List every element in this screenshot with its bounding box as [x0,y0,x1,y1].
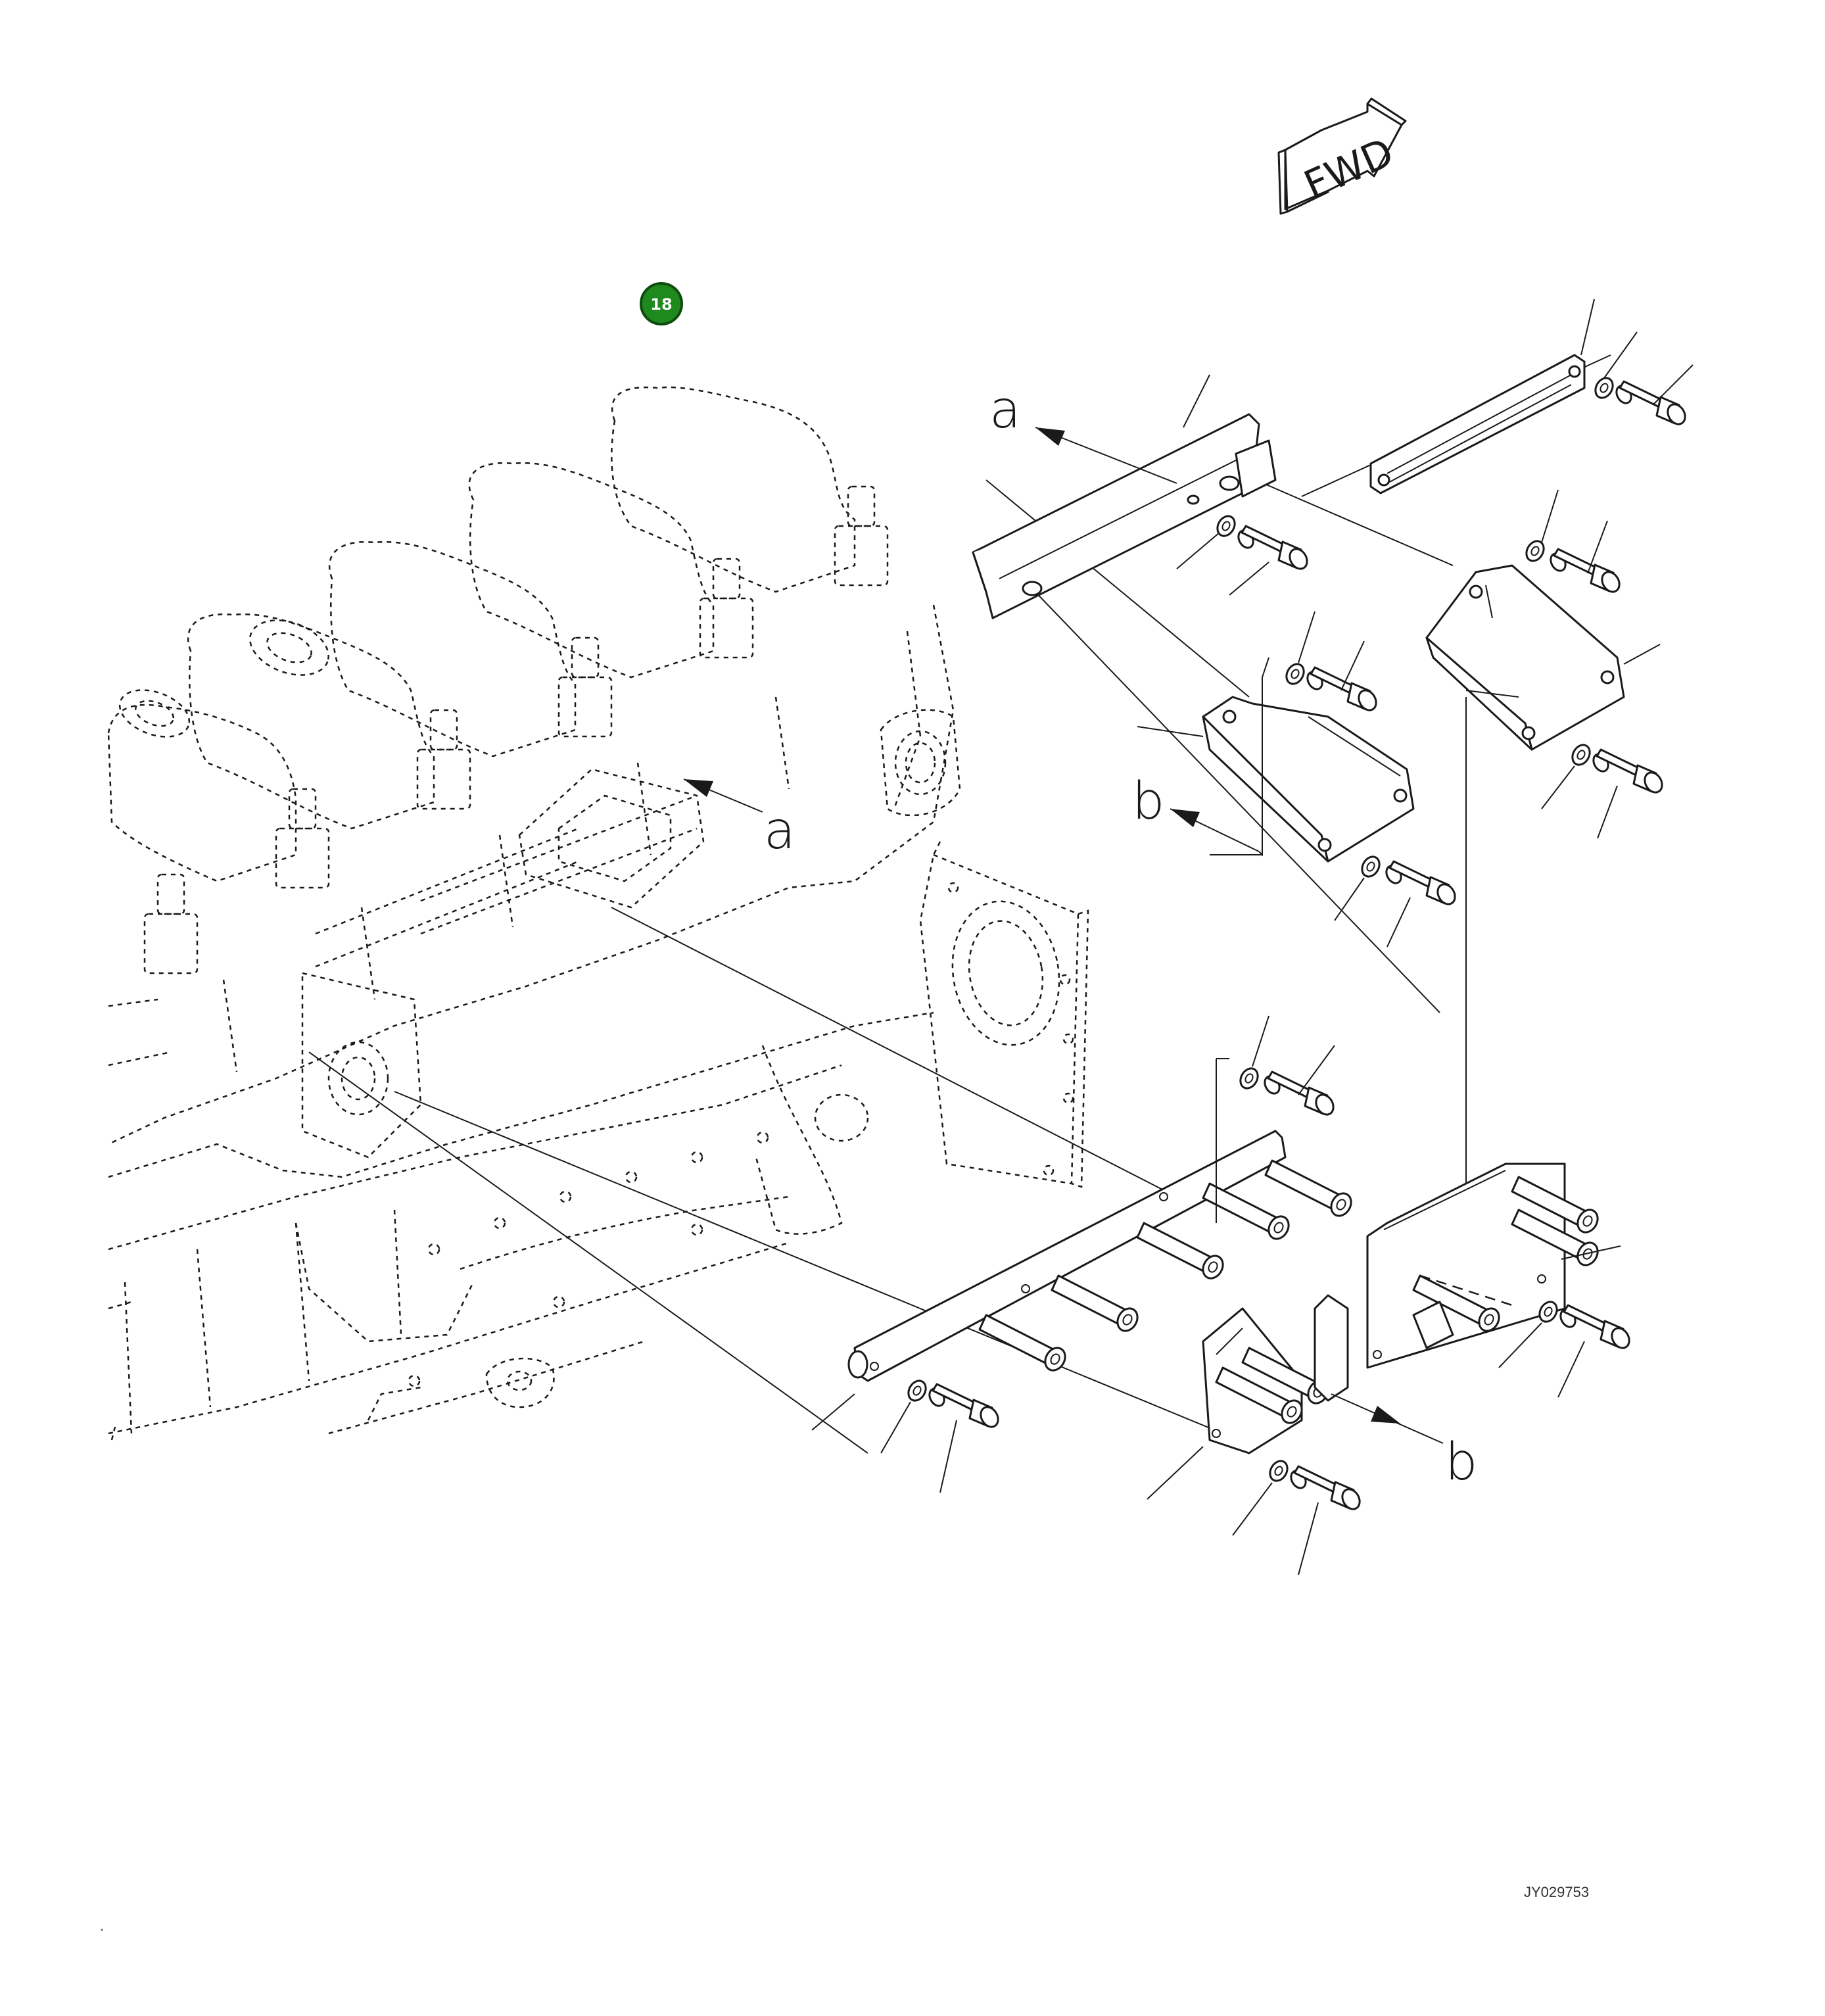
washer-6 [1358,852,1384,881]
view-line-right [1465,690,1519,1184]
washer-5 [1568,740,1594,769]
right-lower-plate[interactable] [1366,1163,1603,1369]
leader-mid-bracket [1137,726,1204,737]
washer-9 [904,1376,930,1405]
view-line-mid [1210,657,1269,857]
engine-block-outline [107,386,1089,1441]
drawing-code: JY029753 [1524,1884,1589,1900]
washer-4 [1282,660,1308,688]
leader-lower-small-plate [1147,1446,1204,1500]
leader-right-lower-plate [1561,1245,1621,1260]
washer-2 [1213,512,1239,540]
washer-1 [1591,373,1617,402]
leader-stud-plate [811,1393,855,1431]
bolt-8 [1556,1304,1634,1353]
bolt-10 [1287,1465,1364,1514]
washer-10 [1266,1456,1292,1485]
view-line-lower [1216,1058,1229,1223]
view-letter-b-bottom: b [1445,1433,1478,1492]
upper-bracket[interactable] [972,413,1277,619]
washer-7 [1236,1064,1262,1093]
bolt-4 [1303,666,1381,715]
stud-plate[interactable] [847,1130,1356,1382]
leader-top-strip [1580,299,1595,356]
bolt-3 [1546,548,1624,596]
right-side-bracket[interactable] [1425,564,1625,751]
view-letter-a-top: a [989,381,1021,440]
bolt-7 [1260,1070,1338,1119]
fastener-leaders [880,331,1694,1575]
leader-upper-bracket [1183,374,1210,428]
top-strip[interactable] [1369,354,1586,494]
mid-bracket[interactable] [1202,696,1415,863]
corner-dot [101,1929,103,1931]
bolt-9 [925,1383,1003,1431]
view-letter-b-left: b [1132,772,1165,831]
view-letter-a-engine: a [764,802,795,861]
bolt-6 [1382,860,1459,909]
view-arrows [683,427,1444,1444]
callout-number: 18 [650,295,672,314]
fwd-label: FWD [1298,130,1400,209]
washer-3 [1522,537,1548,565]
bolt-5 [1589,748,1667,797]
bolt-2 [1234,525,1312,573]
lower-small-plate[interactable] [1202,1294,1349,1454]
forward-arrow-icon: FWD [1277,97,1407,215]
bolt-1 [1612,380,1690,429]
callout-badge[interactable]: 18 [640,282,683,325]
leader-right-side-bracket [1623,644,1661,665]
